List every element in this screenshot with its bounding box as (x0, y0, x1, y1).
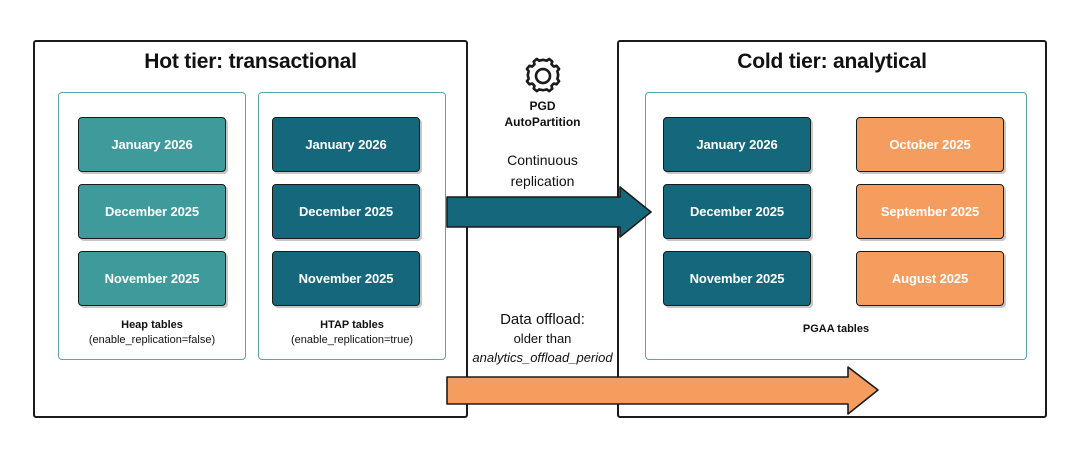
pgaa-tables-caption: PGAA tables (645, 322, 1027, 337)
data-offload-label: Data offload: older than analytics_offlo… (468, 310, 617, 367)
data-offload-arrow (446, 366, 879, 415)
center-column: PGD AutoPartition Continuous replication… (468, 40, 617, 418)
htap-caption-sub: (enable_replication=true) (291, 334, 413, 346)
pgd-autopartition-label: PGD AutoPartition (468, 98, 617, 130)
chip-pgaa-november-2025[interactable]: November 2025 (663, 251, 811, 306)
cold-tier-title: Cold tier: analytical (737, 50, 927, 73)
chip-heap-december-2025[interactable]: December 2025 (78, 184, 226, 239)
heap-caption-title: Heap tables (121, 319, 183, 331)
chip-heap-january-2026[interactable]: January 2026 (78, 117, 226, 172)
chip-htap-december-2025[interactable]: December 2025 (272, 184, 420, 239)
continuous-replication-label: Continuous replication (468, 150, 617, 192)
pgaa-caption-title: PGAA tables (802, 323, 870, 335)
offload-line3: analytics_offload_period (472, 350, 613, 365)
heap-caption-sub: (enable_replication=false) (88, 334, 216, 346)
pgd-label-line2: AutoPartition (504, 115, 581, 129)
pgd-label-line1: PGD (529, 99, 556, 113)
chip-htap-november-2025[interactable]: November 2025 (272, 251, 420, 306)
htap-caption-title: HTAP tables (320, 319, 384, 331)
gear-icon (525, 57, 560, 93)
offload-line2: older than (513, 331, 572, 346)
htap-tables-caption: HTAP tables (enable_replication=true) (258, 318, 446, 348)
chip-htap-january-2026[interactable]: January 2026 (272, 117, 420, 172)
chip-pgaa-september-2025[interactable]: September 2025 (856, 184, 1004, 239)
offload-line1: Data offload: (500, 311, 585, 328)
chip-pgaa-october-2025[interactable]: October 2025 (856, 117, 1004, 172)
continuous-replication-arrow (446, 186, 652, 238)
chip-pgaa-december-2025[interactable]: December 2025 (663, 184, 811, 239)
replication-line2: replication (510, 173, 575, 189)
replication-line1: Continuous (507, 152, 578, 168)
gear-icon-wrapper (468, 55, 617, 102)
heap-tables-caption: Heap tables (enable_replication=false) (58, 318, 246, 348)
hot-tier-title: Hot tier: transactional (144, 50, 357, 73)
chip-pgaa-january-2026[interactable]: January 2026 (663, 117, 811, 172)
chip-pgaa-august-2025[interactable]: August 2025 (856, 251, 1004, 306)
chip-heap-november-2025[interactable]: November 2025 (78, 251, 226, 306)
